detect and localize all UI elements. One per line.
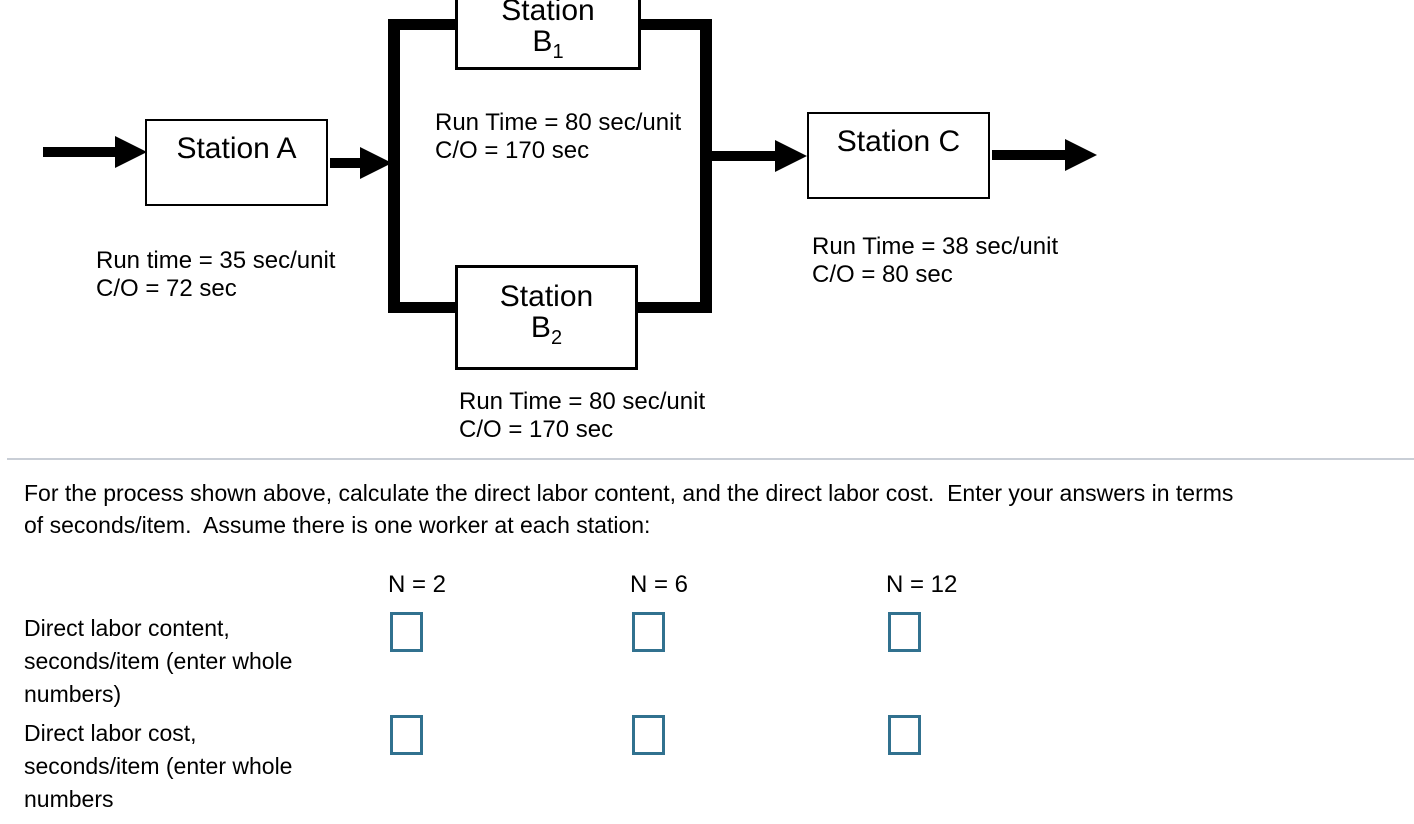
station-c-label: Station C bbox=[836, 125, 961, 158]
station-b1-label-line1: Station bbox=[501, 0, 595, 27]
c-run-time-label: Run Time = 38 sec/unit bbox=[812, 233, 1059, 260]
flow-arrow-output-icon bbox=[992, 139, 1097, 171]
question-text: For the process shown above, calculate t… bbox=[24, 480, 1234, 538]
station-b1-subscript: 1 bbox=[552, 41, 564, 63]
arrow-shaft bbox=[330, 158, 361, 168]
station-b1-box: Station B1 bbox=[455, 0, 641, 70]
answer-input-cost-n6[interactable] bbox=[632, 715, 665, 755]
flow-arrow-input-icon bbox=[43, 136, 147, 168]
station-a-label: Station A bbox=[176, 132, 297, 165]
b1-run-time-label: Run Time = 80 sec/unit bbox=[435, 109, 682, 136]
station-b2-annotation: Run Time = 80 sec/unit C/O = 170 sec bbox=[459, 388, 705, 444]
arrow-head-icon bbox=[115, 136, 147, 168]
station-b2-label-line1: Station bbox=[499, 280, 594, 313]
station-b2-label-line2: B2 bbox=[530, 311, 563, 349]
b2-changeover-label: C/O = 170 sec bbox=[459, 416, 614, 443]
column-header-n6: N = 6 bbox=[630, 571, 689, 598]
flow-arrow-a-to-branch-icon bbox=[330, 147, 392, 179]
station-a-box: Station A bbox=[145, 119, 328, 206]
a-run-time-label: Run time = 35 sec/unit bbox=[96, 247, 336, 274]
answer-input-content-n2[interactable] bbox=[390, 612, 423, 652]
arrow-head-icon bbox=[775, 140, 807, 172]
station-b2-subscript: 2 bbox=[550, 327, 563, 349]
branch-rail-left bbox=[388, 19, 400, 313]
answer-input-cost-n2[interactable] bbox=[390, 715, 423, 755]
arrow-head-icon bbox=[360, 147, 392, 179]
arrow-shaft bbox=[711, 151, 776, 161]
column-header-n12: N = 12 bbox=[886, 571, 958, 598]
row-label-direct-labor-content: Direct labor content, seconds/item (ente… bbox=[24, 615, 293, 707]
section-divider bbox=[7, 458, 1414, 460]
arrow-shaft bbox=[992, 150, 1066, 160]
a-changeover-label: C/O = 72 sec bbox=[96, 275, 237, 302]
c-changeover-label: C/O = 80 sec bbox=[812, 261, 953, 288]
station-b2-box: Station B2 bbox=[455, 265, 638, 370]
b1-changeover-label: C/O = 170 sec bbox=[435, 137, 590, 164]
flow-arrow-branch-to-c-icon bbox=[711, 140, 807, 172]
answer-input-content-n6[interactable] bbox=[632, 612, 665, 652]
arrow-head-icon bbox=[1065, 139, 1097, 171]
station-a-annotation: Run time = 35 sec/unit C/O = 72 sec bbox=[96, 247, 335, 303]
row-label-direct-labor-cost: Direct labor cost, seconds/item (enter w… bbox=[24, 720, 293, 812]
station-b1-label-line2: B1 bbox=[532, 25, 564, 63]
answer-input-cost-n12[interactable] bbox=[888, 715, 921, 755]
station-c-annotation: Run Time = 38 sec/unit C/O = 80 sec bbox=[812, 233, 1058, 289]
answer-input-content-n12[interactable] bbox=[888, 612, 921, 652]
arrow-shaft bbox=[43, 147, 115, 157]
b2-run-time-label: Run Time = 80 sec/unit bbox=[459, 388, 706, 415]
station-c-box: Station C bbox=[807, 112, 990, 199]
column-header-n2: N = 2 bbox=[388, 571, 447, 598]
station-b1-annotation: Run Time = 80 sec/unit C/O = 170 sec bbox=[435, 109, 681, 165]
branch-rail-right bbox=[700, 19, 712, 313]
